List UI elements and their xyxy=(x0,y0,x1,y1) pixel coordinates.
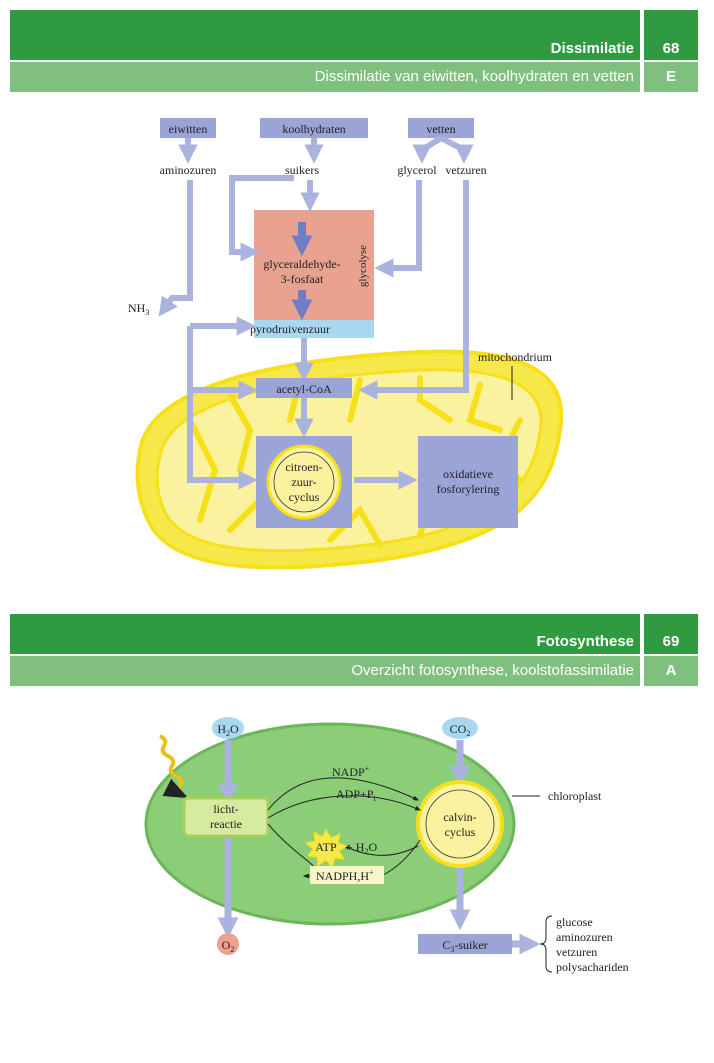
label-glyceraldehyde-2: 3-fosfaat xyxy=(281,272,324,286)
label-citroen-2: zuur- xyxy=(291,475,316,489)
section-subtitle: Overzicht fotosynthese, koolstofassimila… xyxy=(351,662,634,679)
box-pyrodruivenzuur xyxy=(254,320,374,338)
co2-oval xyxy=(442,717,478,739)
label-glycerol: glycerol xyxy=(397,163,437,177)
label-o2: O2 xyxy=(222,938,235,954)
label-chloroplast: chloroplast xyxy=(548,789,602,803)
products-brace xyxy=(539,915,553,973)
box-acetyl-coa xyxy=(256,378,352,398)
label-acetyl-coa: acetyl-CoA xyxy=(276,382,332,396)
section-number: 68 xyxy=(662,40,680,57)
label-koolhydraten: koolhydraten xyxy=(282,122,345,136)
label-calvin-2: cyclus xyxy=(445,825,476,839)
section-title: Dissimilatie xyxy=(550,40,634,57)
sunlight-icon xyxy=(159,734,189,799)
subheader-bar-letter xyxy=(644,656,698,686)
header-bar-number xyxy=(644,10,698,60)
label-co2: CO2 xyxy=(450,722,471,738)
calvin-cycle-circle xyxy=(416,780,504,868)
label-citroen-1: citroen- xyxy=(285,460,322,474)
subheader-bar xyxy=(10,62,640,92)
product-polysachariden: polysachariden xyxy=(556,960,629,974)
atp-star-icon xyxy=(304,829,349,868)
subheader-bar xyxy=(10,656,640,686)
header-bar-number xyxy=(644,614,698,654)
box-glycolyse xyxy=(254,210,374,320)
section-letter: A xyxy=(665,662,677,679)
box-lichtreactie xyxy=(182,796,270,838)
label-glyceraldehyde-1: glyceraldehyde- xyxy=(263,257,340,271)
label-nadp: NADP+ xyxy=(332,764,370,779)
label-calvin-1: calvin- xyxy=(443,810,476,824)
o2-circle xyxy=(217,933,239,955)
box-koolhydraten xyxy=(260,118,368,138)
section-number: 69 xyxy=(662,633,680,650)
product-aminozuren: aminozuren xyxy=(556,930,613,944)
label-licht-1: licht- xyxy=(213,802,238,816)
citroenzuurcyclus-circle xyxy=(266,444,342,520)
cycle-arrow xyxy=(273,451,335,513)
label-c3-suiker: C3-suiker xyxy=(442,938,487,954)
product-vetzuren: vetzuren xyxy=(556,945,597,959)
box-vetten xyxy=(408,118,474,138)
label-citroen-3: cyclus xyxy=(289,490,320,504)
section-header-dissimilatie: Dissimilatie 68 Dissimilatie van eiwitte… xyxy=(10,10,698,94)
subheader-bar-letter xyxy=(644,62,698,92)
fotosynthese-diagram: H2O CO2 licht- reactie calvin- cyclus NA… xyxy=(144,717,629,974)
section-header-fotosynthese: Fotosynthese 69 Overzicht fotosynthese, … xyxy=(10,614,698,698)
box-c3-suiker xyxy=(418,934,512,954)
label-oxidatieve-1: oxidatieve xyxy=(443,467,493,481)
dissimilatie-diagram: eiwitten koolhydraten vetten aminozuren … xyxy=(128,118,564,570)
box-nadph xyxy=(310,866,384,884)
header-bar xyxy=(10,10,640,60)
product-glucose: glucose xyxy=(556,915,593,929)
label-suikers: suikers xyxy=(285,163,319,177)
label-eiwitten: eiwitten xyxy=(169,122,208,136)
section-title: Fotosynthese xyxy=(536,633,634,650)
box-oxidatieve-fosforylering xyxy=(418,436,518,528)
label-glycolyse: glycolyse xyxy=(357,245,369,287)
label-oxidatieve-2: fosforylering xyxy=(437,482,500,496)
label-nh3: NH3 xyxy=(128,301,149,317)
label-plus-h2o: + H2O xyxy=(346,840,377,856)
label-h2o: H2O xyxy=(217,722,239,738)
chloroplast xyxy=(144,722,516,926)
h2o-oval xyxy=(212,717,244,739)
box-eiwitten xyxy=(160,118,216,138)
section-subtitle: Dissimilatie van eiwitten, koolhydraten … xyxy=(314,68,634,85)
header-bar xyxy=(10,614,640,654)
label-mitochondrium: mitochondrium xyxy=(478,350,553,364)
label-aminozuren: aminozuren xyxy=(160,163,217,177)
label-adp-pi: ADP+Pi xyxy=(336,787,376,803)
calvin-cycle-arrow xyxy=(425,789,495,859)
label-nadph: NADPH,H+ xyxy=(316,868,374,883)
label-licht-2: reactie xyxy=(210,817,242,831)
label-pyrodruivenzuur: pyrodruivenzuur xyxy=(250,322,330,336)
label-atp: ATP xyxy=(315,840,337,854)
section-letter: E xyxy=(665,68,676,85)
label-vetten: vetten xyxy=(426,122,455,136)
label-vetzuren: vetzuren xyxy=(445,163,486,177)
